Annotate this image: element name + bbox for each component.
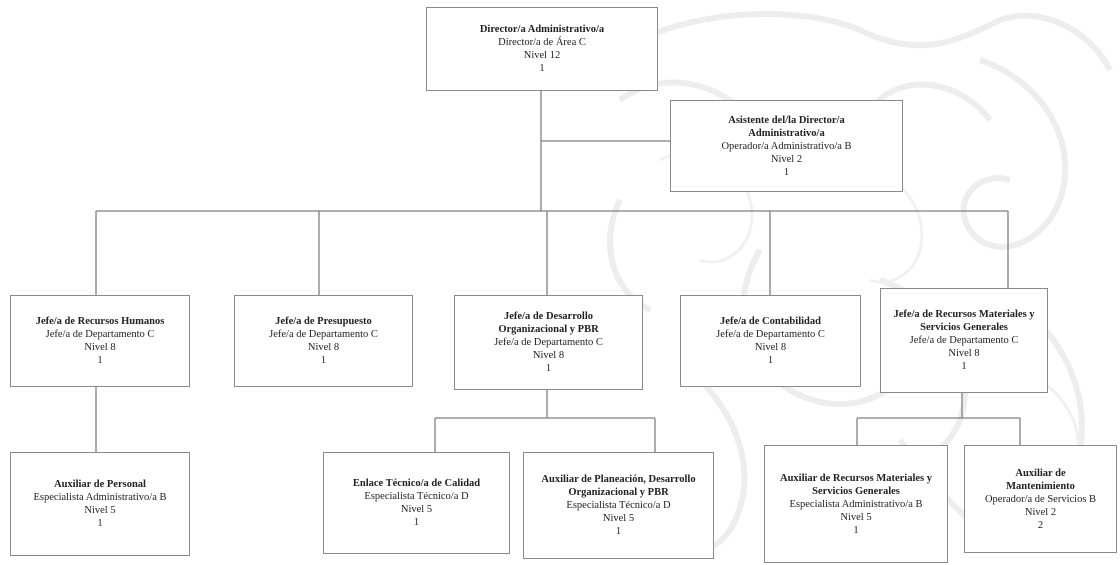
node-level: Nivel 12 [523, 50, 561, 61]
node-level: Nivel 5 [84, 505, 116, 516]
node-title: Enlace Técnico/a de Calidad [352, 478, 481, 489]
org-node-aux-planeacion: Auxiliar de Planeación, Desarrollo Organ… [523, 452, 714, 559]
node-title: Auxiliar de Mantenimiento [1006, 467, 1075, 492]
node-count: 1 [545, 363, 552, 374]
node-position: Especialista Administrativo/a B [33, 492, 167, 503]
node-count: 1 [539, 63, 545, 74]
node-count: 1 [853, 524, 859, 536]
node-position: Jefe/a de Departamento C [45, 329, 155, 340]
node-count: 1 [783, 166, 790, 178]
org-node-aux-materiales: Auxiliar de Recursos Materiales y Servic… [764, 445, 948, 563]
node-position: Operador/a de Servicios B [984, 493, 1097, 505]
node-title: Jefe/a de Desarrollo Organizacional y PB… [498, 311, 599, 335]
node-position: Jefe/a de Departamento C [494, 337, 603, 348]
node-title: Auxiliar de Recursos Materiales y Servic… [779, 472, 933, 497]
node-count: 1 [97, 355, 103, 366]
node-position: Director/a de Área C [498, 37, 586, 48]
node-position: Especialista Técnico/a D [364, 491, 469, 502]
node-level: Nivel 8 [948, 348, 980, 359]
node-level: Nivel 8 [754, 342, 787, 353]
node-title: Jefe/a de Recursos Materiales y Servicio… [893, 309, 1035, 333]
org-node-enlace-calidad: Enlace Técnico/a de Calidad Especialista… [323, 452, 510, 554]
node-count: 1 [320, 355, 327, 366]
org-node-contabilidad: Jefe/a de Contabilidad Jefe/a de Departa… [680, 295, 861, 387]
node-level: Nivel 8 [84, 342, 116, 353]
node-title: Director/a Administrativo/a [479, 24, 605, 35]
node-level: Nivel 8 [532, 350, 565, 361]
org-node-aux-personal: Auxiliar de Personal Especialista Admini… [10, 452, 190, 556]
org-node-presupuesto: Jefe/a de Presupuesto Jefe/a de Departam… [234, 295, 413, 387]
org-node-director: Director/a Administrativo/a Director/a d… [426, 7, 658, 91]
org-node-aux-mantenimiento: Auxiliar de Mantenimiento Operador/a de … [964, 445, 1117, 553]
node-count: 1 [961, 361, 967, 372]
node-position: Especialista Administrativo/a B [789, 498, 923, 510]
node-count: 1 [413, 517, 420, 528]
node-title: Auxiliar de Personal [54, 479, 146, 490]
org-node-rh: Jefe/a de Recursos Humanos Jefe/a de Dep… [10, 295, 190, 387]
node-position: Operador/a Administrativo/a B [721, 140, 852, 152]
node-position: Jefe/a de Departamento C [909, 335, 1019, 346]
node-level: Nivel 5 [400, 504, 433, 515]
node-level: Nivel 2 [770, 153, 803, 165]
org-node-materiales: Jefe/a de Recursos Materiales y Servicio… [880, 288, 1048, 393]
node-position: Especialista Técnico/a D [566, 500, 671, 511]
node-position: Jefe/a de Departamento C [716, 329, 825, 340]
org-node-asistente: Asistente del/la Director/a Administrati… [670, 100, 903, 192]
node-level: Nivel 8 [307, 342, 340, 353]
node-title: Asistente del/la Director/a Administrati… [728, 114, 845, 139]
node-position: Jefe/a de Departamento C [269, 329, 378, 340]
node-count: 1 [767, 355, 774, 366]
node-title: Jefe/a de Presupuesto [275, 316, 372, 327]
node-title: Auxiliar de Planeación, Desarrollo Organ… [541, 474, 696, 498]
node-count: 1 [615, 526, 622, 537]
node-title: Jefe/a de Recursos Humanos [35, 316, 165, 327]
org-node-desarrollo: Jefe/a de Desarrollo Organizacional y PB… [454, 295, 643, 390]
node-level: Nivel 5 [840, 511, 872, 523]
node-count: 2 [1037, 519, 1044, 531]
node-count: 1 [97, 518, 103, 529]
node-level: Nivel 2 [1024, 506, 1057, 518]
node-level: Nivel 5 [602, 513, 635, 524]
node-title: Jefe/a de Contabilidad [720, 316, 821, 327]
